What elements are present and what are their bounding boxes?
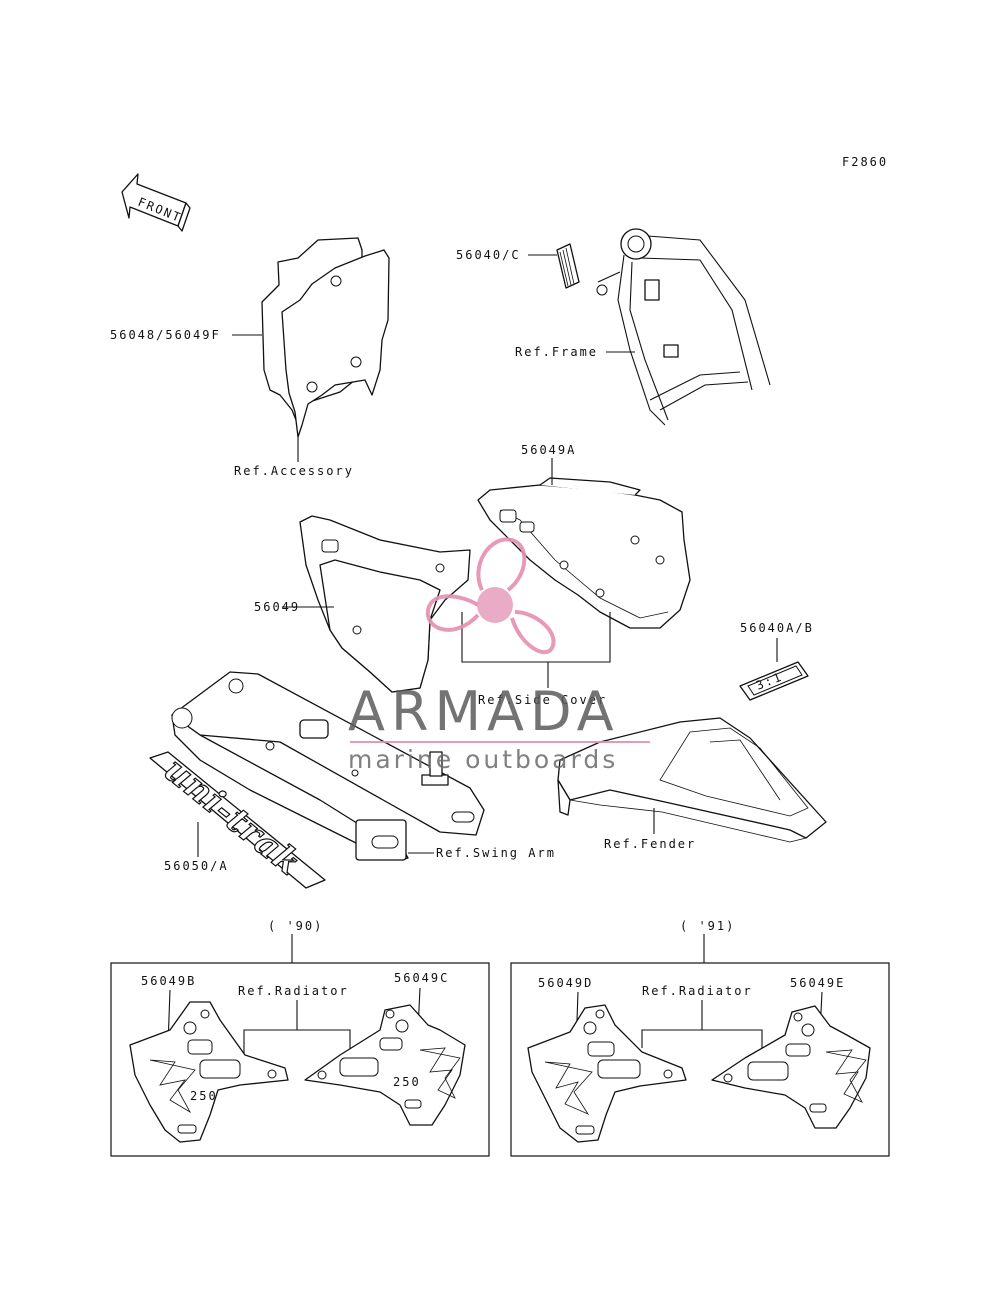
figure-code: F2860 [842,155,888,169]
watermark-brand: ARMADA [348,680,620,743]
label-plate: 3:1 [739,661,809,701]
ref-radiator-90: Ref.Radiator [238,984,349,998]
label-56050A: 56050/A [164,859,229,873]
label-56049A: 56049A [521,443,576,457]
part-56049B: 56049B [141,974,196,988]
label-56040C: 56040/C [456,248,521,262]
year-box-90: ( '90) 56049B 56049C Ref.Radiator 250 25… [110,919,490,1157]
armada-watermark: ARMADA marine outboards [348,537,650,774]
label-56040AB: 56040A/B [740,621,814,635]
label-ref-side-cover: Ref.Side Cover [478,693,607,707]
propeller-logo-icon [425,537,556,655]
watermark-tagline: marine outboards [348,745,618,774]
year-box-91: ( '91) 56049D 56049E Ref.Radiator [510,919,890,1157]
number-plate [261,237,390,438]
frame-section [596,228,771,426]
label-56049: 56049 [254,600,300,614]
label-56048-56049F: 56048/56049F [110,328,221,342]
label-ref-swing-arm: Ref.Swing Arm [436,846,556,860]
left-side-cover [299,515,471,693]
right-side-cover [477,477,691,629]
stripe-sticker [556,243,580,289]
label-ref-accessory: Ref.Accessory [234,464,354,478]
part-56049C: 56049C [394,971,449,985]
front-arrow-icon: FRONT [121,173,191,232]
part-56049E: 56049E [790,976,845,990]
label-ref-fender: Ref.Fender [604,837,696,851]
badge-90-right: 250 [393,1075,421,1089]
year-label-90: ( '90) [268,919,323,933]
year-label-91: ( '91) [680,919,735,933]
rear-fender [557,717,827,843]
swing-arm [171,671,485,861]
label-ref-frame: Ref.Frame [515,345,598,359]
part-56049D: 56049D [538,976,593,990]
ref-radiator-91: Ref.Radiator [642,984,753,998]
badge-90-left: 250 [190,1089,218,1103]
